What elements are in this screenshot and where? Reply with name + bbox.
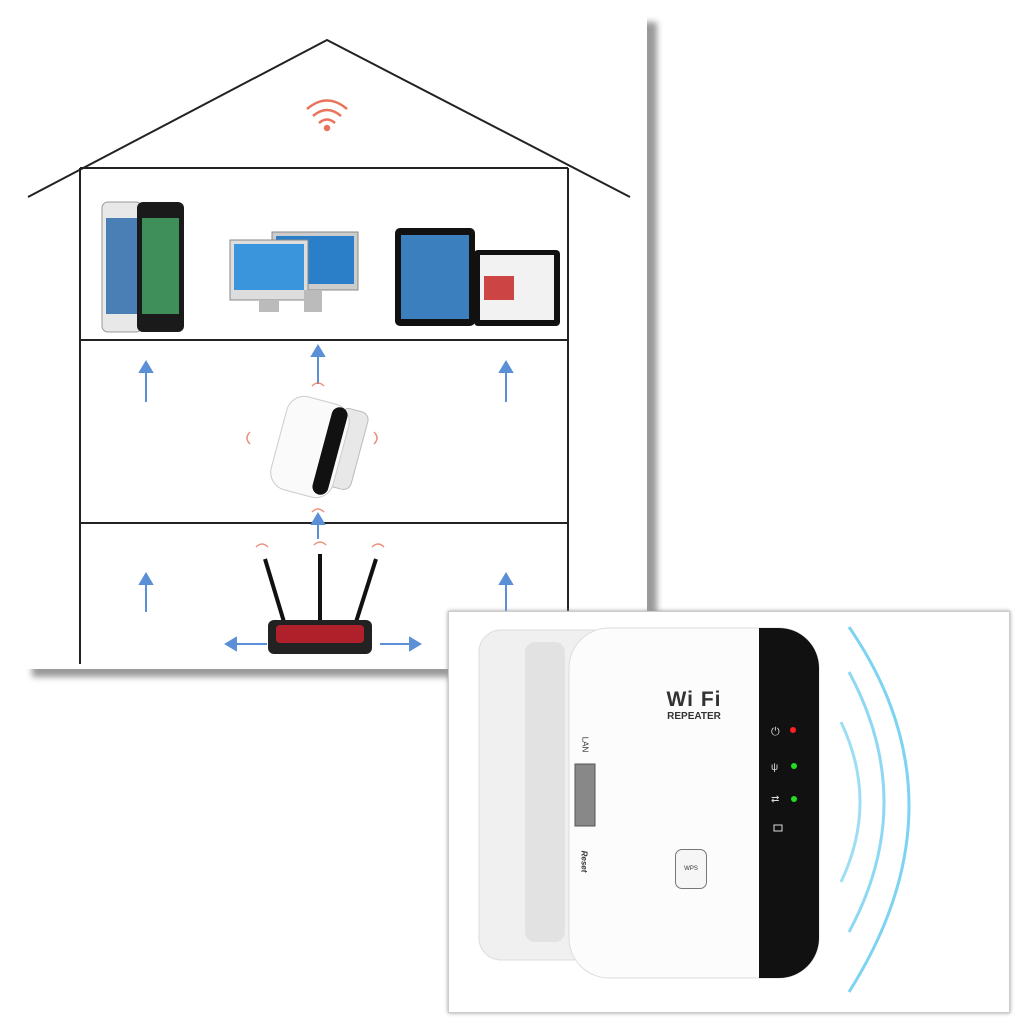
lan-port-icon — [574, 763, 596, 827]
house-diagram-drawing — [27, 38, 631, 664]
tablets-icon — [395, 228, 560, 326]
lan-status-icon — [773, 824, 783, 832]
small-wifi-signal-icons — [246, 382, 385, 548]
repeater-device-icon — [270, 395, 369, 499]
house-outline — [27, 38, 631, 664]
product-photo: ⏻ ψ ⇄ Wi Fi REPEATER LAN Reset WPS — [448, 611, 1010, 1013]
router-device-icon — [263, 554, 378, 654]
transfer-led — [791, 796, 797, 802]
lan-label: LAN — [580, 736, 590, 753]
power-icon: ⏻ — [771, 726, 780, 738]
smartphones-icon — [101, 201, 184, 333]
signal-waves-icon — [839, 626, 911, 993]
reset-label: Reset — [579, 850, 589, 873]
power-led — [790, 727, 796, 733]
house-diagram — [22, 14, 647, 669]
status-leds: ⏻ ψ ⇄ — [771, 726, 797, 832]
brand-wifi-text: Wi Fi — [666, 688, 722, 711]
repeater-photo-drawing: ⏻ ψ ⇄ — [478, 626, 911, 993]
roof-wifi-icon — [306, 99, 348, 132]
antenna-icon: ψ — [771, 762, 778, 773]
transfer-icon: ⇄ — [771, 794, 779, 805]
wps-button: WPS — [675, 849, 707, 889]
wifi-led — [791, 763, 797, 769]
brand-repeater-text: REPEATER — [667, 711, 721, 722]
repeater-front-panel — [759, 628, 819, 978]
signal-arrows — [138, 344, 514, 652]
desktop-monitors-icon — [229, 231, 359, 312]
